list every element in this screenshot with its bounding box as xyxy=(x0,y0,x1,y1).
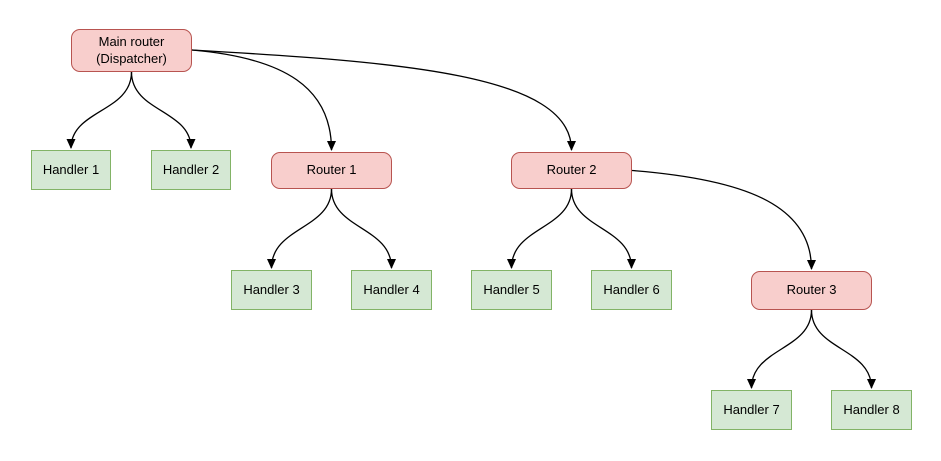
edge-main-router2 xyxy=(191,49,576,151)
node-label-line2: (Dispatcher) xyxy=(96,50,167,66)
node-main-router: Main router (Dispatcher) xyxy=(71,29,192,72)
edge-router1-handler4 xyxy=(330,188,396,269)
edge-main-router1 xyxy=(191,49,336,151)
edge-router3-handler8 xyxy=(810,309,876,389)
edge-router2-handler6 xyxy=(570,188,636,269)
node-label: Main router (Dispatcher) xyxy=(96,34,167,67)
edge-router2-router3 xyxy=(631,169,816,270)
node-handler-5: Handler 5 xyxy=(471,270,552,310)
node-label-line1: Main router xyxy=(98,34,165,50)
edge-router2-handler5 xyxy=(507,188,573,269)
node-handler-2: Handler 2 xyxy=(151,150,231,190)
node-router-2: Router 2 xyxy=(511,152,632,189)
node-router-1: Router 1 xyxy=(271,152,392,189)
node-handler-8: Handler 8 xyxy=(831,390,912,430)
edge-router3-handler7 xyxy=(747,309,813,389)
node-handler-4: Handler 4 xyxy=(351,270,432,310)
node-handler-1: Handler 1 xyxy=(31,150,111,190)
edge-main-handler1 xyxy=(66,71,133,149)
node-handler-3: Handler 3 xyxy=(231,270,312,310)
node-handler-7: Handler 7 xyxy=(711,390,792,430)
edge-main-handler2 xyxy=(130,71,196,149)
edge-router1-handler3 xyxy=(267,188,333,269)
node-handler-6: Handler 6 xyxy=(591,270,672,310)
node-router-3: Router 3 xyxy=(751,271,872,310)
